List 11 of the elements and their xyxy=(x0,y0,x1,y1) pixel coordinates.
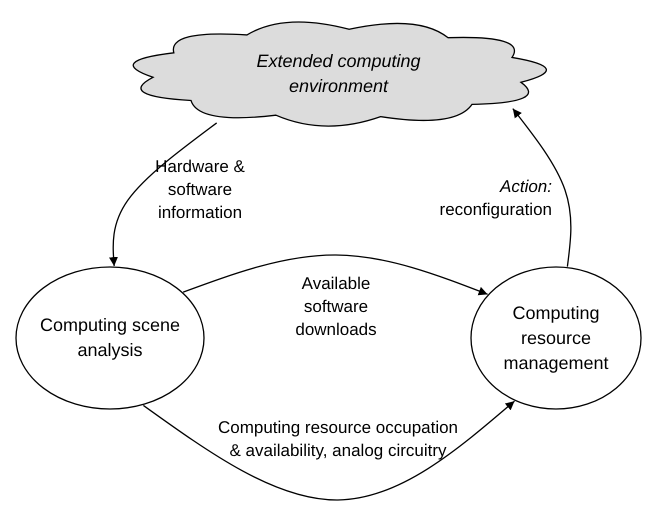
arrow xyxy=(512,108,572,267)
edge-label: Available software downloads xyxy=(294,273,378,341)
arrow xyxy=(109,122,218,266)
node-label: Computing scene analysis xyxy=(38,314,182,362)
node-label: Extended computing environment xyxy=(255,50,422,98)
edge-label: Hardware & software information xyxy=(154,156,246,224)
edge-label: Computing resource occupation & availability, analog circuitry xyxy=(216,417,460,462)
arrow xyxy=(182,254,488,296)
arrow xyxy=(143,400,515,501)
node-label: Computing resource management xyxy=(502,302,610,375)
edge-label: Action: reconfiguration xyxy=(438,176,552,221)
